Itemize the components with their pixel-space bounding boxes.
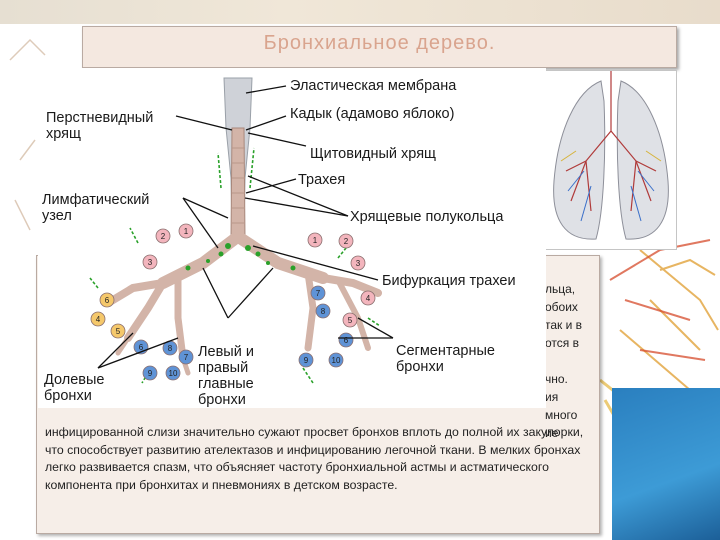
node-marker-label: 9	[148, 369, 153, 378]
text-fragment: ие	[545, 426, 559, 440]
bronchial-tree-figure: 2 1 3 1 2 3 4 5 6 4 5 6 8 7 9 10 9 10 8 …	[38, 68, 546, 408]
node-marker-label: 5	[116, 327, 121, 336]
slide-title: Бронхиальное дерево.	[263, 32, 496, 54]
label-adams-apple: Кадык (адамово яблоко)	[290, 106, 455, 122]
node-marker-label: 9	[304, 356, 309, 365]
label-cricoid-cartilage: Перстневидный хрящ	[46, 110, 154, 142]
node-marker-label: 8	[168, 344, 173, 353]
text-fragment: много	[545, 408, 578, 422]
label-trachea: Трахея	[298, 172, 346, 188]
title-band: Бронхиальное дерево.	[82, 26, 677, 68]
text-fragment: льца,	[545, 282, 576, 296]
top-decorative-strip	[0, 0, 720, 24]
node-marker-label: 5	[348, 316, 353, 325]
node-marker-label: 8	[321, 307, 326, 316]
node-marker-label: 6	[105, 296, 110, 305]
text-fragment: чно.	[545, 372, 568, 386]
node-marker-label: 2	[161, 232, 166, 241]
node-marker-label: 10	[332, 356, 341, 365]
node-marker-label: 2	[344, 237, 349, 246]
label-elastic-membrane: Эластическая мембрана	[290, 78, 457, 94]
label-segmental-bronchi: Сегментарные бронхи	[396, 343, 495, 375]
text-fragment: обоих	[545, 300, 578, 314]
label-lymph-node: Лимфатический узел	[42, 192, 150, 224]
body-paragraph: инфицированной слизи значительно сужают …	[45, 425, 584, 492]
label-thyroid-cartilage: Щитовидный хрящ	[310, 146, 436, 162]
node-marker-label: 4	[96, 315, 101, 324]
text-fragment: ия	[545, 390, 559, 404]
node-marker-label: 10	[169, 369, 178, 378]
bronchial-tree-drawing: 2 1 3 1 2 3 4 5 6 4 5 6 8 7 9 10 9 10 8 …	[89, 77, 394, 384]
label-main-bronchi: Левый и правый главные бронхи	[198, 344, 254, 408]
lungs-illustration	[545, 70, 677, 250]
node-marker-label: 1	[184, 227, 189, 236]
node-marker-label: 3	[356, 259, 361, 268]
node-marker-label: 7	[316, 289, 321, 298]
label-cartilage-rings: Хрящевые полукольца	[350, 209, 504, 225]
text-fragment: так и в	[545, 318, 583, 332]
node-marker-label: 7	[184, 353, 189, 362]
label-tracheal-bifurcation: Бифуркация трахеи	[382, 273, 516, 289]
node-marker-label: 3	[148, 258, 153, 267]
text-fragment: отся в	[545, 336, 579, 350]
node-marker-label: 4	[366, 294, 371, 303]
decorative-photo	[612, 388, 720, 540]
label-lobar-bronchi: Долевые бронхи	[44, 372, 105, 404]
node-marker-label: 6	[344, 336, 349, 345]
node-marker-label: 1	[313, 236, 318, 245]
node-marker-label: 6	[139, 343, 144, 352]
